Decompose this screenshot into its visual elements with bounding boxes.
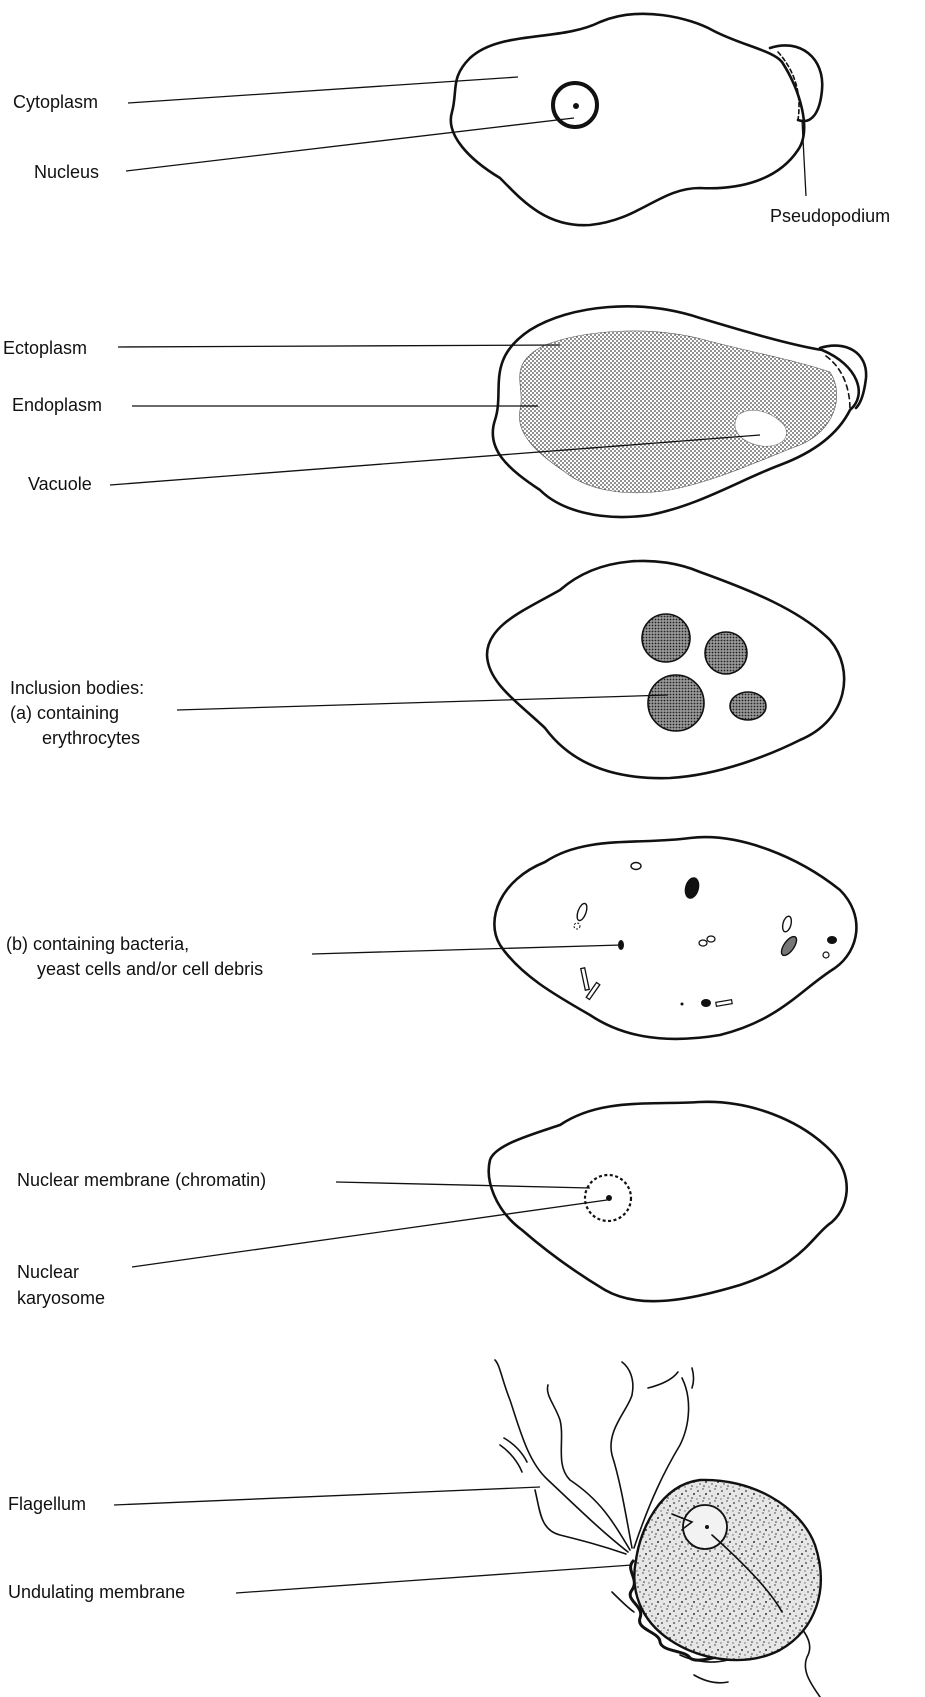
nuclear-membrane-label: Nuclear membrane (chromatin)	[17, 1170, 266, 1190]
nuclear-membrane-leader	[336, 1182, 590, 1188]
debris-small-2	[823, 952, 829, 958]
debris-pair-1	[699, 940, 707, 946]
debris-rod-2	[781, 915, 793, 933]
cytoplasm-leader	[128, 77, 518, 103]
debris-pair-2	[707, 936, 715, 942]
debris-small-1	[574, 923, 580, 929]
cell-3-group: Inclusion bodies: (a) containing erythro…	[10, 561, 844, 778]
motion-mark-3	[648, 1372, 678, 1388]
bacteria-dark-2	[827, 936, 837, 944]
cytoplasm-label: Cytoplasm	[13, 92, 98, 112]
debris-speck	[681, 1003, 684, 1006]
flagellum-label: Flagellum	[8, 1494, 86, 1514]
cell-1-group: Cytoplasm Nucleus Pseudopodium	[13, 14, 890, 226]
inclusion-bodies-leader	[177, 695, 668, 710]
nucleus-karyosome-dot	[573, 103, 579, 109]
erythrocyte-1	[642, 614, 690, 662]
bacteria-dark-3	[701, 999, 711, 1007]
cell-4-outline	[494, 837, 856, 1039]
motion-mark-6	[694, 1675, 728, 1683]
debris-oval-top	[631, 863, 641, 870]
ectoplasm-leader	[118, 345, 560, 347]
inclusion-bacteria-label: (b) containing bacteria, yeast cells and…	[6, 934, 263, 979]
nuclear-karyosome-leader	[132, 1200, 607, 1267]
debris-rod-4	[581, 968, 589, 990]
nuclear-karyosome-label: Nuclear karyosome	[17, 1262, 105, 1308]
ectoplasm-label: Ectoplasm	[3, 338, 87, 358]
flagellum-2	[547, 1385, 630, 1550]
inclusion-bodies-label: Inclusion bodies: (a) containing erythro…	[10, 678, 149, 748]
cell-5-group: Nuclear membrane (chromatin) Nuclear kar…	[17, 1102, 847, 1308]
cell-6-karyosome	[705, 1525, 709, 1529]
undulating-membrane-label: Undulating membrane	[8, 1582, 185, 1602]
cell-6-body	[634, 1480, 820, 1660]
cell-5-outline	[489, 1102, 847, 1301]
flagellum-leader	[114, 1487, 540, 1505]
inclusion-bacteria-leader	[312, 945, 621, 954]
nucleus-label: Nucleus	[34, 162, 99, 182]
debris-rod-3	[779, 934, 800, 958]
erythrocyte-3	[648, 675, 704, 731]
cell-3-outline	[487, 561, 844, 778]
cell-4-group: (b) containing bacteria, yeast cells and…	[6, 837, 856, 1039]
flagellum-3	[611, 1362, 633, 1548]
nucleus-leader	[126, 118, 574, 171]
cell-1-outline	[451, 14, 804, 225]
endoplasm-label: Endoplasm	[12, 395, 102, 415]
endoplasm-region	[519, 331, 836, 493]
cell-2-group: Ectoplasm Endoplasm Vacuole	[3, 306, 866, 517]
erythrocyte-4	[730, 692, 766, 720]
yeast-cell-dark	[682, 876, 701, 901]
erythrocyte-2	[705, 632, 747, 674]
undulating-membrane-leader	[236, 1565, 632, 1593]
pseudopodium-label: Pseudopodium	[770, 206, 890, 226]
debris-rod-6	[716, 1000, 732, 1007]
cell-6-group: Flagellum Undulating membrane	[8, 1360, 821, 1697]
motion-mark-4	[692, 1368, 694, 1388]
vacuole-label: Vacuole	[28, 474, 92, 494]
debris-rod-1	[575, 902, 589, 922]
